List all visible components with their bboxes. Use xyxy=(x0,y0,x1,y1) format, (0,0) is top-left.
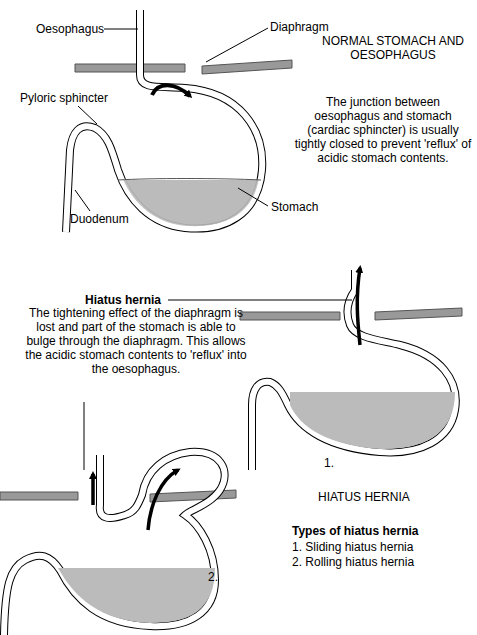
rolling-hernia xyxy=(0,452,236,635)
part-label: Duodenum xyxy=(70,212,150,226)
callout-number: 1. xyxy=(324,456,344,470)
heading: Types of hiatus hernia xyxy=(292,524,472,538)
note: The junction between oesophagus and stom… xyxy=(292,95,474,165)
part-label: Pyloric sphincter xyxy=(20,91,130,105)
normal-stomach xyxy=(66,10,292,232)
callout-number: 2. xyxy=(208,570,228,584)
heading: Hiatus hernia xyxy=(85,293,175,307)
part-label: Diaphragm xyxy=(270,20,350,34)
leader-lines xyxy=(75,28,352,470)
legend-text: 1. Sliding hiatus hernia xyxy=(292,540,472,554)
part-label: Oesophagus xyxy=(36,22,106,36)
sliding-hernia xyxy=(240,268,462,470)
heading: NORMAL STOMACH AND OESOPHAGUS xyxy=(318,34,468,62)
legend-text: 2. Rolling hiatus hernia xyxy=(292,555,472,569)
heading: HIATUS HERNIA xyxy=(318,490,438,504)
part-label: Stomach xyxy=(271,200,341,214)
note: The tightening effect of the diaphragm i… xyxy=(20,306,252,376)
